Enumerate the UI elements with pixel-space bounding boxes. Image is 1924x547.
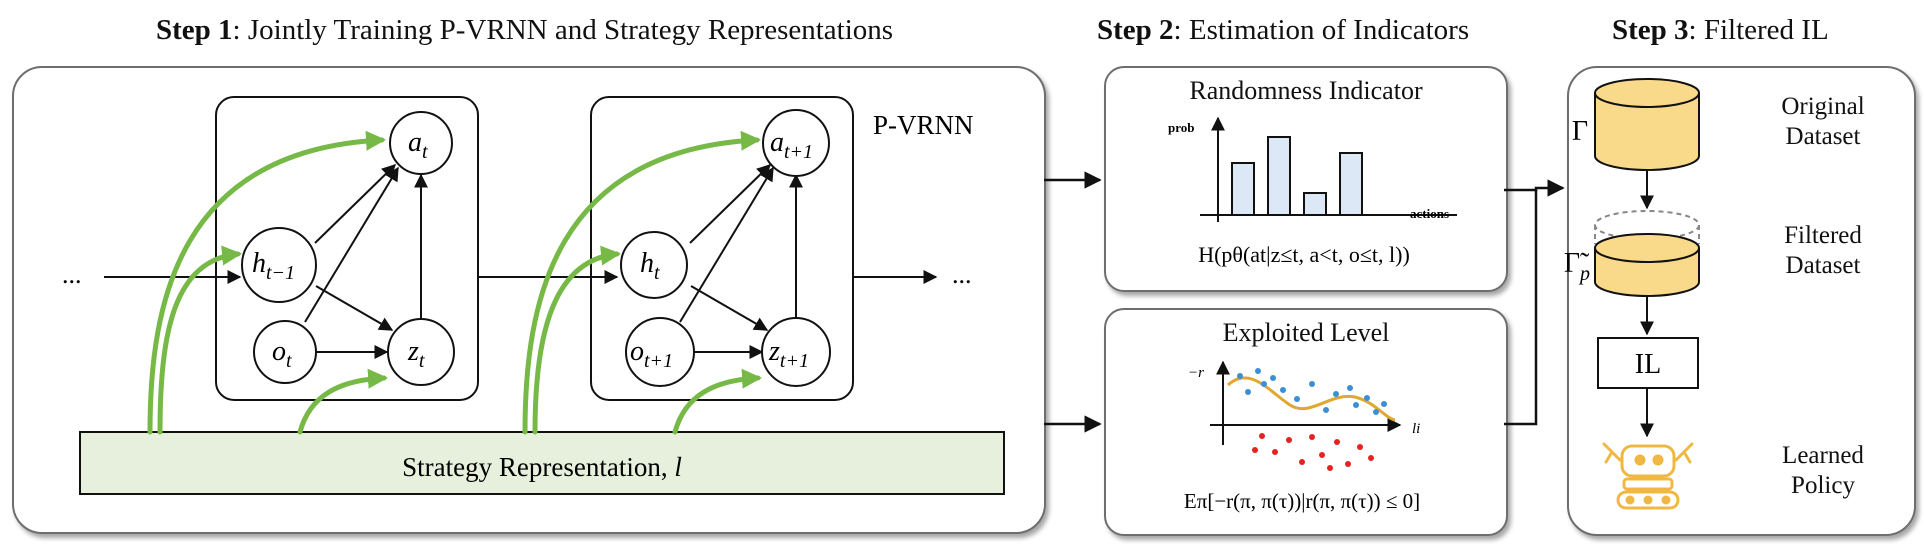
step2-title: Step 2: Estimation of Indicators — [1097, 14, 1470, 46]
svg-text:li: li — [1412, 421, 1420, 437]
randomness-bar — [1339, 152, 1363, 216]
arrow-randomness-to-il — [1504, 179, 1565, 197]
svg-text:ht: ht — [640, 248, 660, 284]
original-dataset-cylinder — [1594, 78, 1700, 171]
randomness-panel: Randomness Indicator — [1104, 66, 1508, 292]
node-z-t: zt — [387, 318, 455, 386]
svg-text:zt+1: zt+1 — [768, 336, 809, 372]
randomness-bar — [1303, 192, 1327, 216]
original-dataset-symbol: Γ — [1572, 116, 1588, 147]
ellipsis-right: ... — [952, 260, 972, 289]
node-h-t: ht — [620, 231, 688, 299]
strategy-representation-bar — [79, 431, 1005, 495]
randomness-chart: prob actions — [1168, 116, 1457, 222]
step1-title: Step 1: Jointly Training P-VRNN and Stra… — [156, 14, 894, 46]
pvrnn-label: P-VRNN — [873, 110, 974, 140]
strategy-representation-label: Strategy Representation, l — [402, 452, 682, 482]
randomness-title: Randomness Indicator — [1189, 76, 1423, 105]
il-box — [1597, 337, 1699, 389]
node-o-t: ot — [253, 320, 317, 384]
node-a-t: at — [389, 111, 453, 175]
ellipsis-left: ... — [62, 260, 82, 289]
filtered-dataset-cylinder — [1594, 210, 1700, 297]
svg-text:ht−1: ht−1 — [252, 248, 295, 284]
strategy-conditioning-edges — [147, 130, 762, 435]
svg-text:at: at — [408, 127, 428, 163]
filtered-dataset-symbol: Γ̃p — [1564, 248, 1590, 285]
svg-text:prob: prob — [1168, 120, 1195, 135]
node-h-t-minus-1: ht−1 — [241, 227, 317, 303]
arrow-exploited-to-il — [1504, 190, 1538, 426]
svg-text:at+1: at+1 — [770, 127, 813, 163]
step3-title: Step 3: Filtered IL — [1612, 14, 1829, 46]
cell2-edges — [679, 164, 803, 359]
il-box-label: IL — [1635, 349, 1661, 380]
node-o-t-plus-1: ot+1 — [625, 317, 695, 387]
svg-text:ot: ot — [272, 336, 292, 372]
svg-text:actions: actions — [1410, 206, 1449, 221]
exploited-formula: Eπ[−r(π, π(τ))|r(π, π(τ)) ≤ 0] — [1184, 489, 1420, 513]
node-z-t-plus-1: zt+1 — [761, 317, 831, 387]
randomness-bar — [1231, 162, 1255, 216]
randomness-formula: H(pθ(at|z≤t, a<t, o≤t, l)) — [1198, 242, 1410, 267]
exploited-panel: Exploited Level — [1104, 308, 1508, 536]
exploited-title: Exploited Level — [1222, 318, 1390, 347]
cell1-edges — [304, 164, 428, 359]
node-a-t-plus-1: at+1 — [762, 109, 830, 177]
randomness-bar — [1267, 136, 1291, 216]
svg-text:−r: −r — [1188, 365, 1204, 381]
robot-icon — [1602, 442, 1694, 510]
svg-text:zt: zt — [407, 336, 425, 372]
svg-text:ot+1: ot+1 — [630, 336, 673, 372]
exploited-chart: −r li — [1188, 360, 1420, 471]
